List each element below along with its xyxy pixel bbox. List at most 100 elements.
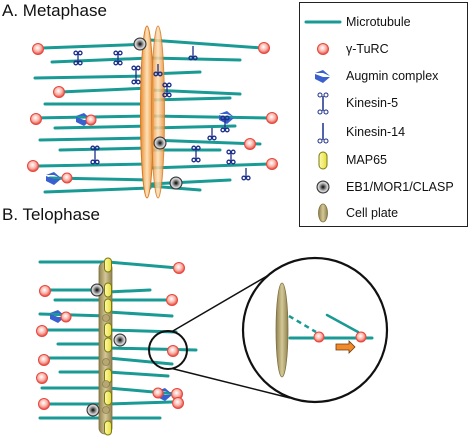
- gamma-turc: [152, 387, 164, 399]
- gamma-turc: [36, 372, 48, 384]
- microtubule: [106, 370, 170, 378]
- gamma-turc: [38, 398, 50, 410]
- legend-label: MAP65: [346, 153, 387, 167]
- panel-b-title: B. Telophase: [2, 205, 100, 224]
- legend-label: Kinesin-5: [346, 96, 399, 110]
- augmin-complex: [50, 310, 65, 323]
- legend-label: Cell plate: [346, 206, 399, 220]
- microtubule: [148, 56, 242, 62]
- map65: [104, 322, 112, 338]
- kinesin-5-icon: [317, 92, 329, 115]
- map65-icon: [318, 151, 328, 170]
- map65: [104, 337, 112, 353]
- gamma-turc: [258, 42, 270, 54]
- microtubule: [38, 136, 152, 142]
- microtubule-icon: [304, 20, 342, 24]
- kinesin-5: [113, 50, 123, 66]
- microtubule: [106, 400, 174, 406]
- microtubule: [43, 186, 152, 194]
- augmin-complex: [46, 172, 61, 185]
- microtubule: [148, 38, 264, 50]
- metaphase-panel: [27, 25, 278, 199]
- eb1-mor1-clasp: [90, 283, 104, 297]
- gamma-turc: [32, 43, 44, 55]
- kinesin-5: [162, 82, 172, 98]
- gamma-turc: [30, 113, 42, 125]
- gamma-turc: [85, 114, 97, 126]
- gamma-turc: [53, 86, 65, 98]
- kinesin-14: [188, 46, 198, 61]
- microtubule: [50, 56, 152, 64]
- telophase-panel: [36, 256, 389, 436]
- gamma-turc-icon: [317, 43, 329, 55]
- zoom-content: [275, 282, 374, 378]
- microtubule: [33, 74, 152, 80]
- map65: [104, 282, 112, 298]
- microtubule: [58, 86, 152, 94]
- cell-plate-icon: [318, 203, 328, 223]
- legend-item-kinesin-14: Kinesin-14: [300, 120, 467, 145]
- panel-a-title: A. Metaphase: [2, 1, 107, 20]
- gamma-turc: [38, 354, 50, 366]
- gamma-turc: [166, 294, 178, 306]
- gamma-turc: [39, 285, 51, 297]
- legend-item-cell-plate: Cell plate: [300, 201, 467, 226]
- microtubule: [106, 288, 152, 294]
- microtubule: [106, 346, 198, 352]
- microtubule: [36, 162, 152, 168]
- gamma-turc: [36, 325, 48, 337]
- kinesin-14: [207, 128, 217, 141]
- augmin-complex-icon: [315, 70, 330, 83]
- eb1-mor1-clasp: [113, 333, 127, 347]
- metaphase-proteins: [27, 37, 278, 190]
- eb1-mor1-clasp: [86, 403, 100, 417]
- telophase-proteins: [36, 257, 185, 436]
- cell-plate-vesicle: [102, 358, 110, 366]
- legend-label: Augmin complex: [346, 69, 439, 83]
- microtubule: [38, 312, 110, 318]
- legend-box: Microtubule γ-TuRC Augmin complex Kine: [299, 2, 468, 227]
- eb1-mor1-clasp-icon: [316, 180, 330, 194]
- kinesin-5: [226, 149, 236, 165]
- cell-plate-vesicle: [102, 380, 110, 388]
- kinesin-5: [220, 115, 230, 133]
- cell-plate-vesicle: [102, 406, 110, 414]
- map65: [104, 420, 112, 436]
- telophase-microtubules: [38, 260, 198, 420]
- legend-label: Microtubule: [346, 15, 411, 29]
- kinesin-14: [241, 168, 251, 181]
- legend-item-microtubule: Microtubule: [300, 10, 467, 35]
- microtubule: [106, 386, 178, 396]
- legend-item-eb1: EB1/MOR1/CLASP: [300, 175, 467, 200]
- gamma-turc: [173, 262, 185, 274]
- legend-item-map65: MAP65: [300, 148, 467, 173]
- kinesin-5: [191, 145, 201, 163]
- cell-plate-vesicle: [102, 314, 110, 322]
- zoom-line-bottom: [171, 367, 291, 399]
- gamma-turc: [266, 158, 278, 170]
- legend-label: EB1/MOR1/CLASP: [346, 180, 454, 194]
- eb1-mor1-clasp: [153, 136, 167, 150]
- gamma-turc: [60, 311, 72, 323]
- kinesin-5: [90, 145, 100, 165]
- microtubule: [40, 42, 152, 50]
- kinesin-5: [73, 50, 83, 66]
- augmin-complex: [76, 113, 91, 126]
- map65: [104, 298, 112, 314]
- metaphase-spindle-plate: [140, 25, 165, 199]
- microtubule: [148, 88, 242, 96]
- zoom-source-circle: [148, 330, 188, 370]
- gamma-turc: [27, 160, 39, 172]
- gamma-turc: [61, 172, 73, 184]
- microtubule: [148, 162, 272, 170]
- gamma-turc: [266, 112, 278, 124]
- legend-label: γ-TuRC: [346, 42, 389, 56]
- eb1-mor1-clasp: [169, 176, 183, 190]
- legend-item-kinesin-5: Kinesin-5: [300, 91, 467, 116]
- microtubule: [148, 114, 272, 120]
- microtubule: [148, 178, 232, 186]
- kinesin-14: [153, 64, 163, 77]
- map65: [104, 390, 112, 406]
